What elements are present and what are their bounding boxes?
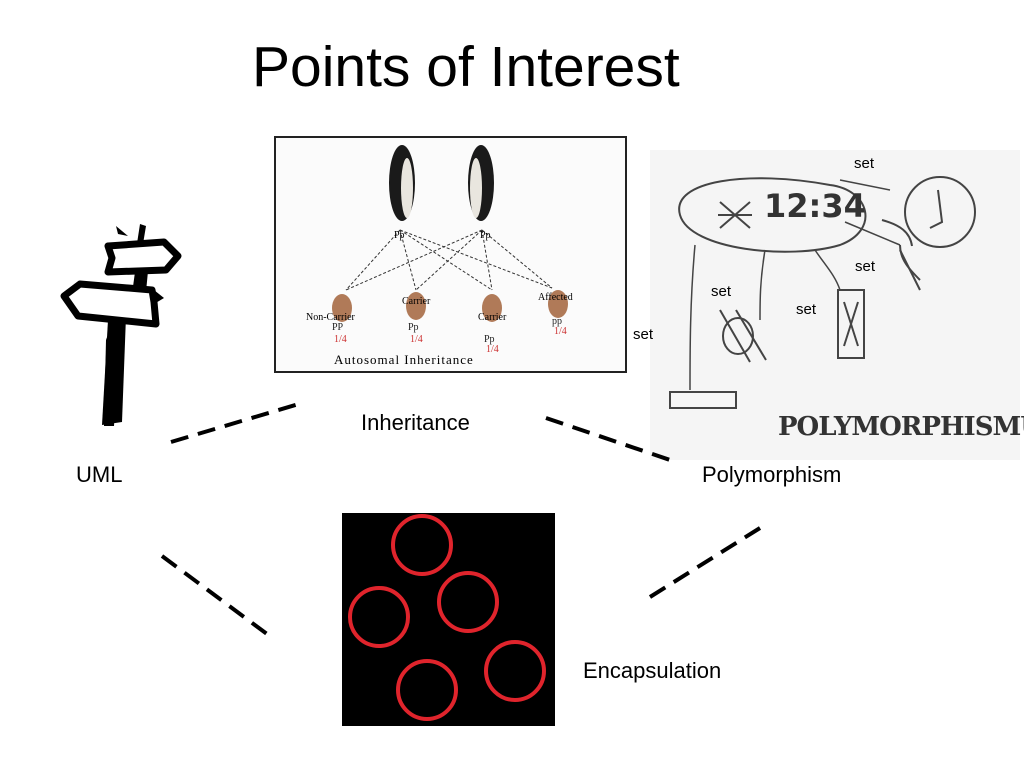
offspring-label: Non-Carrier <box>306 312 355 323</box>
parent-genotype-left: Pp <box>394 230 405 241</box>
encapsulation-label: Encapsulation <box>583 658 722 683</box>
offspring-label: Carrier <box>478 312 507 323</box>
parent-genotype-right: Pp <box>480 230 491 241</box>
inheritance-caption: Autosomal Inheritance <box>334 352 474 367</box>
offspring-fraction: 1/4 <box>554 326 567 337</box>
set-label: set <box>711 283 732 300</box>
offspring-genotype: PP <box>332 322 344 333</box>
set-label: set <box>855 258 876 275</box>
offspring-genotype: pp <box>552 316 562 327</box>
signpost-icon <box>56 220 190 430</box>
set-label: set <box>854 155 875 172</box>
set-label: set <box>796 301 817 318</box>
polymorphism-label: Polymorphism <box>702 462 842 487</box>
polymorphismus-text: POLYMORPHISMUS <box>778 412 1024 442</box>
slide-title: Points of Interest <box>252 35 680 99</box>
inheritance-label: Inheritance <box>361 410 470 435</box>
offspring-fraction: 1/4 <box>334 334 347 345</box>
clock-display-text: 12:34 <box>764 187 866 225</box>
uml-label: UML <box>76 462 123 487</box>
offspring-genotype: Pp <box>408 322 419 333</box>
encapsulation-figure <box>342 513 555 726</box>
offspring-genotype: Pp <box>484 334 495 345</box>
polymorphism-figure: 12:34 POLYMORPHISMUS <box>650 150 1024 460</box>
set-label: set <box>633 326 654 343</box>
offspring-label: Affected <box>538 292 573 303</box>
inheritance-figure: Pp Pp Non-Carrier PP 1/4 Carrier Pp 1/4 … <box>274 136 627 373</box>
offspring-fraction: 1/4 <box>486 344 499 355</box>
offspring-fraction: 1/4 <box>410 334 423 345</box>
offspring-label: Carrier <box>402 296 431 307</box>
